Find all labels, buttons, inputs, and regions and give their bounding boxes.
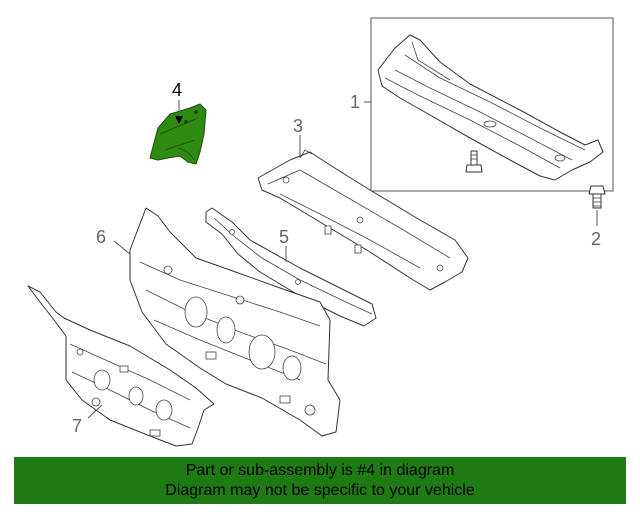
callout-2: 2 bbox=[591, 229, 601, 249]
callout-5: 5 bbox=[279, 227, 289, 247]
banner-line-2: Diagram may not be specific to your vehi… bbox=[165, 482, 475, 499]
banner-line-1: Part or sub-assembly is #4 in diagram bbox=[185, 462, 455, 479]
part-2-bolt[interactable] bbox=[588, 185, 606, 209]
part-7-insulator[interactable] bbox=[27, 285, 215, 447]
disclaimer-banner: Part or sub-assembly is #4 in diagram Di… bbox=[14, 457, 626, 504]
callout-4: 4 bbox=[172, 80, 182, 100]
part-5-cross-rail[interactable] bbox=[205, 207, 377, 327]
parts-diagram: 1 2 3 4 5 bbox=[27, 17, 614, 447]
callout-3: 3 bbox=[293, 116, 303, 136]
callout-1: 1 bbox=[350, 92, 360, 112]
part-3-cowl-member[interactable] bbox=[257, 149, 469, 291]
callout-7: 7 bbox=[72, 416, 82, 436]
box-bolt-icon bbox=[465, 150, 483, 173]
part-4-bracket[interactable] bbox=[149, 103, 207, 165]
part-6-dash-panel[interactable] bbox=[129, 207, 341, 437]
part-4-fill bbox=[149, 103, 207, 165]
part-1-cowl-panel[interactable] bbox=[370, 17, 614, 192]
callout-6: 6 bbox=[96, 227, 106, 247]
